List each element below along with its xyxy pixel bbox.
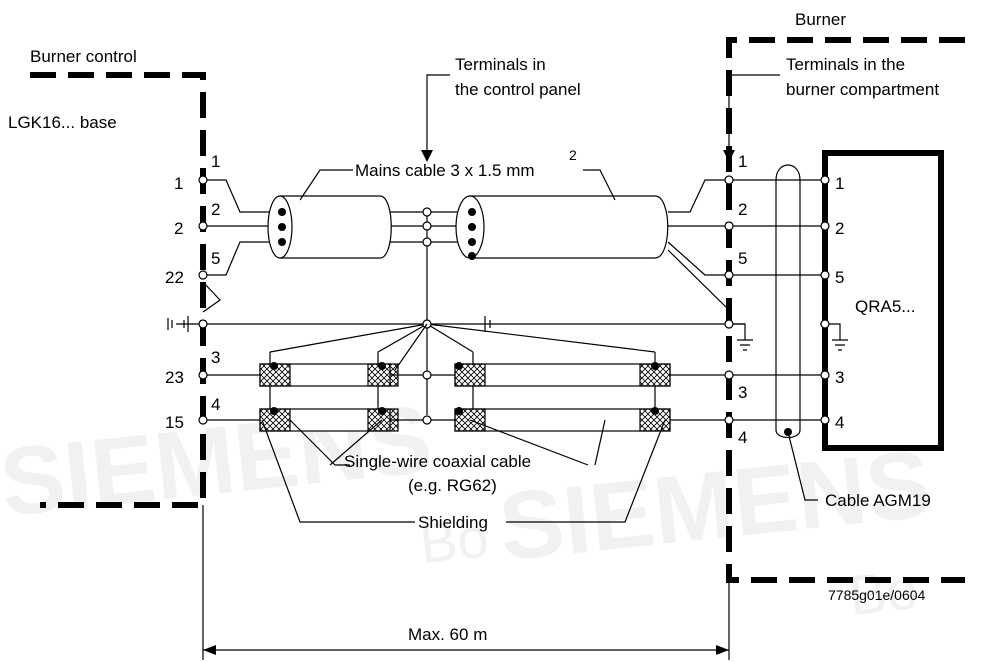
- mains-cable-superscript: 2: [569, 147, 577, 163]
- left-inner-num-1: 1: [211, 152, 220, 171]
- left-outer-num-15: 15: [165, 413, 184, 432]
- left-outer-num-23: 23: [165, 368, 184, 387]
- left-ground-icon: [167, 318, 184, 330]
- terminals-control-label-2: the control panel: [455, 80, 581, 99]
- max-length-label: Max. 60 m: [408, 625, 487, 644]
- left-inner-num-3: 3: [211, 348, 220, 367]
- terminals-control-label-1: Terminals in: [455, 55, 546, 74]
- device-num-3: 3: [835, 368, 844, 387]
- left-outer-num-1: 1: [174, 174, 183, 193]
- burner-control-title: Burner control: [30, 47, 137, 66]
- right-num-2: 2: [738, 200, 747, 219]
- coax-cable-lower: [259, 407, 671, 432]
- qra-device-label: QRA5...: [855, 297, 915, 316]
- dimension-line: [202, 505, 730, 660]
- coax-label-1: Single-wire coaxial cable: [344, 452, 531, 471]
- left-inner-num-4: 4: [211, 395, 220, 414]
- terminals-burner-label-2: burner compartment: [786, 80, 939, 99]
- left-inner-num-2: 2: [211, 200, 220, 219]
- doc-code-label: 7785g01e/0604: [828, 587, 926, 603]
- terminals: [198, 175, 830, 436]
- coax-cable-upper: [259, 362, 671, 387]
- cable-agm-label: Cable AGM19: [825, 491, 931, 510]
- watermark-bo-right: Bo: [846, 557, 921, 627]
- right-num-3: 3: [738, 383, 747, 402]
- coax-label-2: (e.g. RG62): [408, 476, 497, 495]
- burner-title: Burner: [795, 10, 846, 29]
- leader-lines: [261, 74, 780, 523]
- right-num-4: 4: [738, 428, 747, 447]
- right-num-1: 1: [738, 152, 747, 171]
- device-num-4: 4: [835, 413, 844, 432]
- right-num-5: 5: [738, 249, 747, 268]
- mains-cable-right: [455, 195, 669, 260]
- left-outer-num-22: 22: [165, 268, 184, 287]
- lgk-base-label: LGK16... base: [8, 113, 117, 132]
- shielding-label: Shielding: [418, 513, 488, 532]
- device-num-5: 5: [835, 268, 844, 287]
- qra-device-box: [822, 150, 944, 451]
- left-outer-num-2: 2: [174, 219, 183, 238]
- terminals-burner-label-1: Terminals in the: [786, 55, 905, 74]
- burner-control-boundary: [30, 72, 206, 508]
- device-num-1: 1: [835, 174, 844, 193]
- left-inner-num-5: 5: [211, 249, 220, 268]
- mains-cable-left: [267, 195, 392, 259]
- mains-cable-label: Mains cable 3 x 1.5 mm: [355, 161, 535, 180]
- device-num-2: 2: [835, 219, 844, 238]
- watermark-bo-center: Bo: [417, 505, 492, 575]
